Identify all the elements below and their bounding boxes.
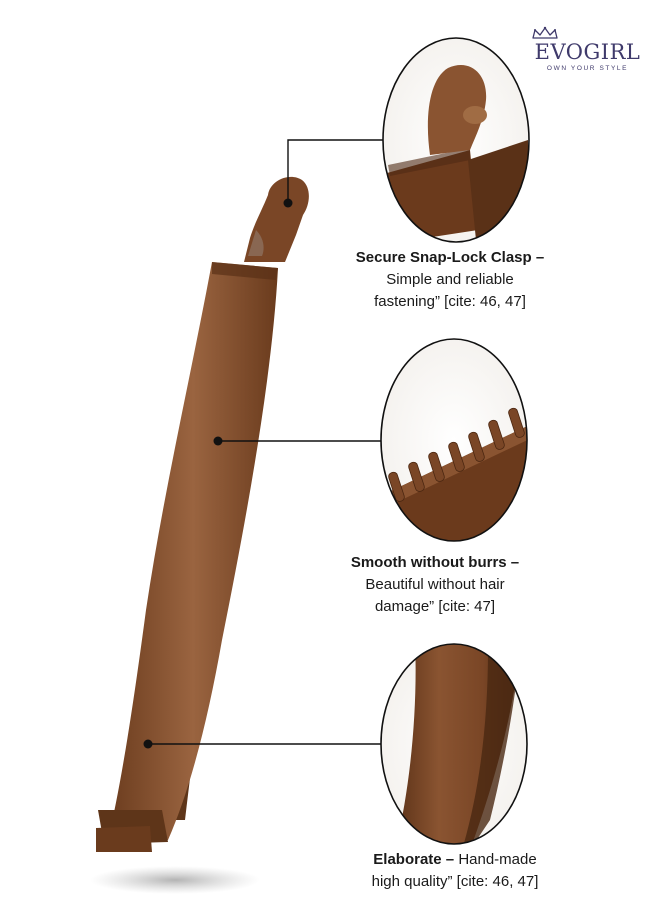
feature-line: Beautiful without hair — [365, 576, 505, 593]
feature-caption-smooth: Smooth without burrs – Beautiful without… — [350, 552, 520, 618]
feature-line: damage” [cite: 47] — [374, 598, 496, 615]
feature-title: Smooth without burrs – — [350, 554, 520, 571]
zoom-circle-clasp — [382, 37, 530, 243]
feature-line: Simple and reliable — [386, 271, 514, 288]
crown-icon — [532, 26, 558, 39]
brand-name: EVOGIRL — [534, 40, 641, 64]
clip-front-arc — [108, 262, 278, 840]
brand-tagline: OWN YOUR STYLE — [546, 65, 629, 72]
feature-caption-clasp: Secure Snap-Lock Clasp – Simple and reli… — [350, 247, 550, 313]
feature-line: Hand-made — [454, 851, 537, 868]
callout-dot-body — [143, 739, 153, 749]
feature-line: high quality” [cite: 46, 47] — [371, 873, 539, 890]
zoom-circle-teeth — [380, 338, 528, 542]
brand-logo: EVOGIRL OWN YOUR STYLE — [530, 26, 645, 74]
callout-lines — [148, 139, 384, 745]
feature-caption-handmade: Elaborate – Hand-made high quality” [cit… — [345, 849, 565, 893]
callout-dot-clasp — [283, 198, 293, 208]
clip-clasp — [244, 176, 309, 262]
feature-title: Secure Snap-Lock Clasp – — [355, 249, 545, 266]
feature-title: Elaborate – — [373, 851, 455, 868]
feature-line: fastening” [cite: 46, 47] — [374, 293, 526, 310]
hair-clip — [96, 176, 309, 852]
clip-shadow — [90, 866, 260, 894]
zoom-circle-body — [380, 643, 528, 845]
callout-dot-teeth — [213, 436, 223, 446]
